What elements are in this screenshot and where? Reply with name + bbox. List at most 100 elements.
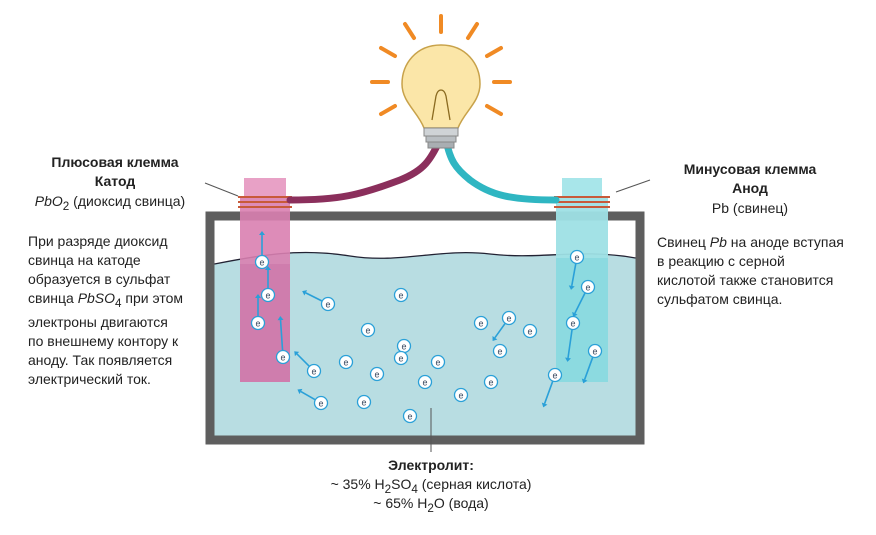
anode-pointer [615,179,651,193]
electron-arrowhead [541,402,548,408]
electron: e [360,322,376,338]
electron-circle [306,363,322,379]
electron: e [275,316,291,365]
electron-circle [492,343,508,359]
electron-circle [393,287,409,303]
cathode-pointer [204,182,239,197]
electron-arrow [583,357,594,380]
light-bulb-icon [401,44,481,149]
anode-title-1: Минусовая клемма [683,161,817,177]
electron-label: e [401,342,406,352]
electron-label: e [398,354,403,364]
electron-circle [430,354,446,370]
electron-circle [320,296,336,312]
electrolyte [214,252,636,436]
electron: e [393,350,409,366]
electron-arrowhead [277,316,284,321]
cathode-description: При разряде диоксид свинца на катоде обр… [28,233,183,387]
electron-arrowhead [565,357,571,362]
anode-terminal [562,178,602,198]
electron-circle [356,394,372,410]
electron-label: e [374,370,379,380]
electron: e [302,290,336,312]
electron: e [492,343,508,359]
electron-label: e [259,258,264,268]
electron-arrowhead [259,231,265,235]
cathode-wire-wrap [238,196,292,208]
cathode-terminal [244,178,286,198]
electron-circle [402,408,418,424]
electron: e [453,387,469,403]
electron-label: e [280,353,285,363]
electron: e [541,367,563,408]
electrolyte-water: ~ 65% H2O (вода) [373,495,489,515]
anode-title-2: Анод [732,180,768,196]
electron-circle [587,343,603,359]
electron-label: e [570,319,575,329]
electron: e [568,249,585,290]
anode-description: Свинец Pb на аноде вступая в реакцию с с… [657,234,844,307]
electron-label: e [365,326,370,336]
electron-circle [547,367,563,383]
electron-arrow [570,263,577,287]
electron-circle [522,323,538,339]
electron-circle [393,350,409,366]
electron-circle [275,349,291,365]
electron-circle [473,315,489,331]
electron-label: e [255,319,260,329]
electron-label: e [497,347,502,357]
electron-arrowhead [294,351,300,357]
anode-formula: Pb (свинец) [711,200,789,216]
electron: e [492,310,517,341]
electron: e [572,279,596,317]
electron: e [356,394,372,410]
electron-circle [369,366,385,382]
electron-arrowhead [568,285,575,290]
anode-plate-submerged [556,258,608,382]
cathode-title-2: Катод [94,173,136,189]
electron-circle [483,374,499,390]
electron-circle [580,279,596,295]
electron-arrowhead [492,335,498,341]
electron-arrowhead [255,294,261,298]
electron: e [417,374,433,390]
electron-circle [417,374,433,390]
electron: e [565,315,581,362]
electron: e [396,338,412,354]
electron-label: e [574,253,579,263]
electron-label: e [592,347,597,357]
electron-label: e [325,300,330,310]
electron-arrow [300,390,316,401]
electron-arrow [574,292,586,314]
electron-label: e [527,327,532,337]
anode-wire-wrap [554,196,610,208]
electron-arrowhead [302,290,308,296]
electron-arrow [296,353,310,367]
electron-circle [254,254,270,270]
positive-wire [286,136,444,204]
electron: e [393,287,409,303]
electron-arrow [494,323,506,339]
electron-arrowhead [572,311,578,317]
electron-label: e [552,371,557,381]
negative-wire [442,136,560,204]
electron-label: e [488,378,493,388]
cathode-formula: PbO2 (диоксид свинца) [34,193,186,213]
electron-arrow [279,319,284,351]
electron-circle [569,249,585,265]
electron-circle [250,315,266,331]
electrolyte-acid: ~ 35% H2SO4 (серная кислота) [330,476,532,496]
electron-label: e [478,319,483,329]
electron-label: e [398,291,403,301]
electron-label: e [361,398,366,408]
light-rays [370,14,512,116]
electron: e [297,388,329,411]
electron: e [254,231,270,270]
electron-label: e [407,412,412,422]
electron-arrowhead [581,378,588,384]
cathode-title-1: Плюсовая клемма [51,154,179,170]
electron-circle [360,322,376,338]
electron-arrow [567,329,573,359]
